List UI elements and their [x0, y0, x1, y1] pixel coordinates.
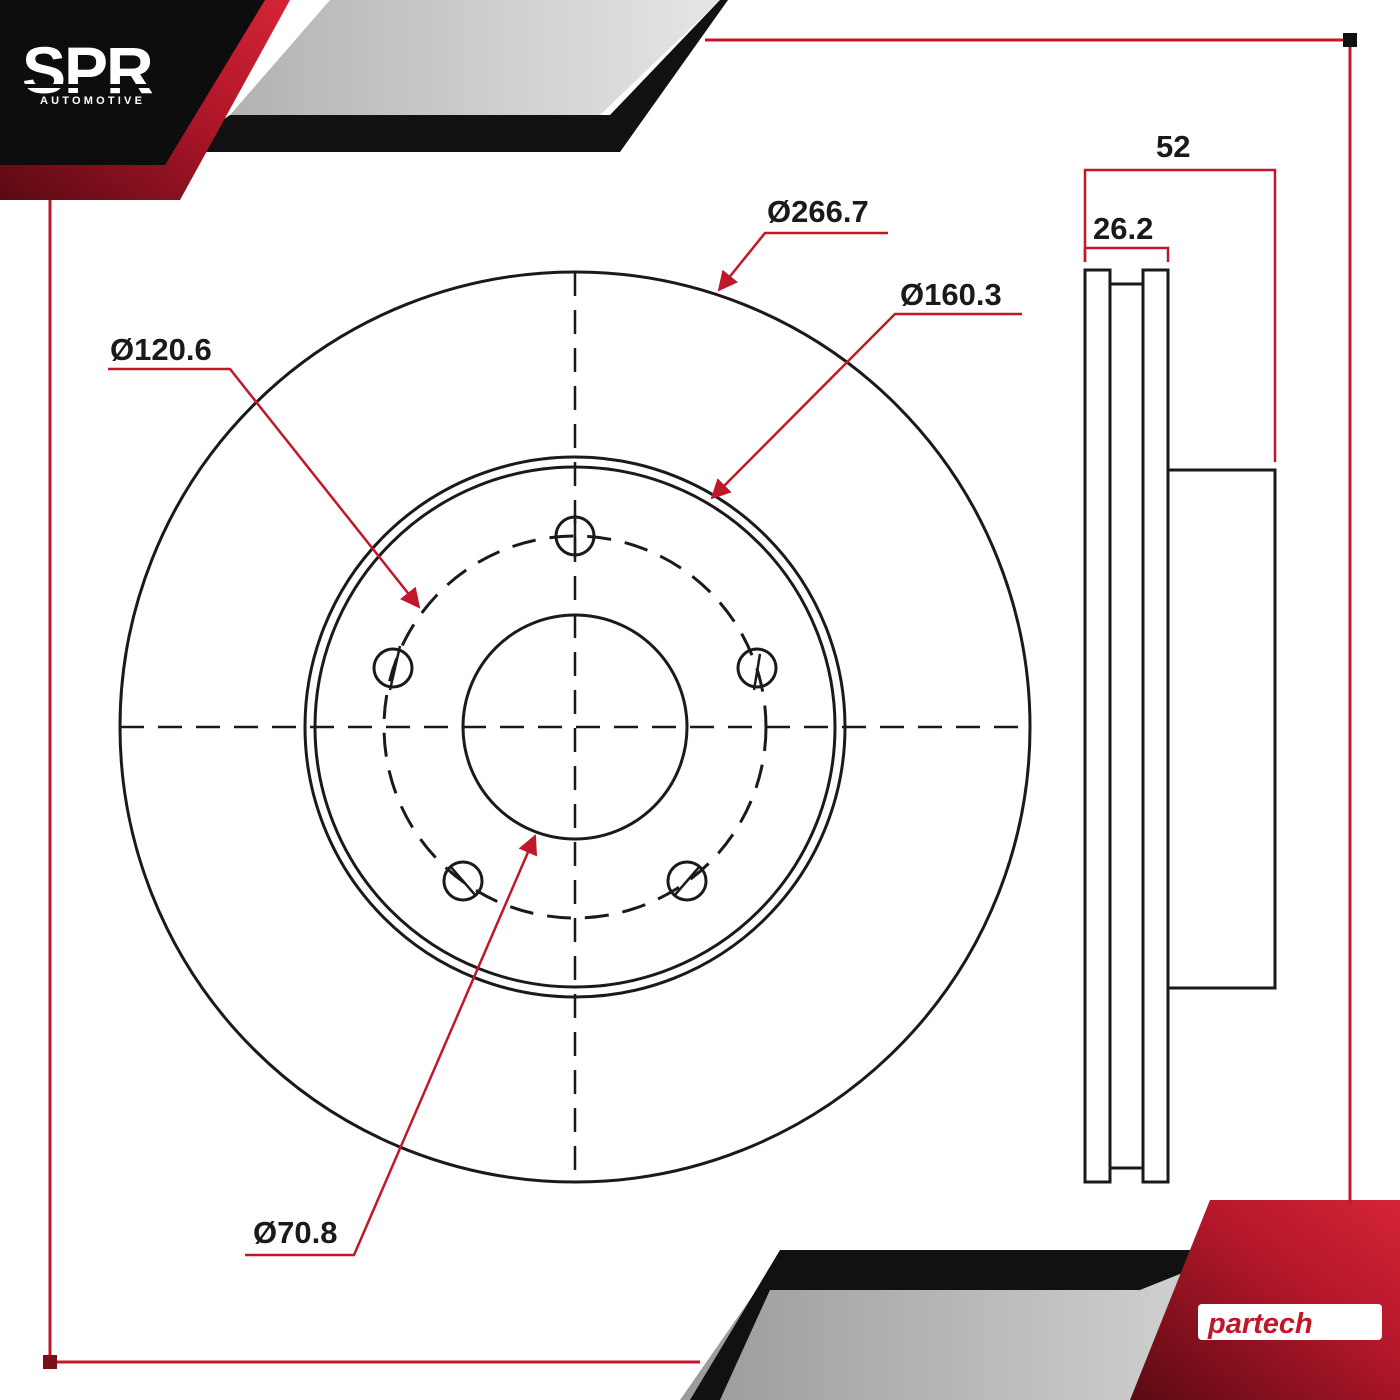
top-gray-band: [0, 0, 720, 115]
frame-lines: [48, 38, 1352, 1364]
lug-hole-axis: [673, 865, 701, 897]
top-logo-plate: [0, 0, 265, 165]
thickness-label: 26.2: [1093, 211, 1153, 246]
front-dimension-callouts: [108, 231, 1022, 1257]
lug-holes: [372, 514, 778, 902]
center-lines: [120, 272, 1030, 1182]
rotor-front-view: [118, 270, 1032, 1184]
side-dimension-lines: [1083, 168, 1277, 462]
hat-section: [1166, 468, 1277, 990]
spr-logo: SPR: [22, 33, 153, 107]
lug-hole-axis: [449, 865, 477, 897]
top-dark-band: [175, 0, 728, 152]
lug-hole-axis: [752, 653, 762, 691]
rotor-inner-plate: [1141, 268, 1170, 1184]
lug-hole: [372, 647, 414, 689]
top-banner: SPR AUTOMOTIVE: [0, 0, 728, 200]
outer-diameter-leader: [717, 231, 888, 292]
hat-diameter-leader: [710, 312, 1022, 500]
lug-hole-axis: [388, 645, 402, 691]
bottom-dark-band: [690, 1250, 1240, 1400]
rotor-side-view: [1083, 268, 1277, 1184]
bolt-circle-leader: [108, 367, 421, 609]
bolt-circle-label: Ø120.6: [110, 332, 212, 367]
partech-logo-plate: [1198, 1304, 1382, 1340]
frame-corner-marker-bottom: [43, 1355, 57, 1369]
rotor-outer-plate: [1083, 268, 1112, 1184]
hat-diameter-label: Ø160.3: [900, 277, 1002, 312]
outer-diameter-label: Ø266.7: [767, 194, 869, 229]
overall-height-dimension: [1083, 168, 1277, 462]
frame-corner-marker-top: [1343, 33, 1357, 47]
bottom-banner: partech: [680, 1200, 1400, 1400]
partech-logo: partech: [1207, 1308, 1313, 1340]
lug-hole: [666, 860, 708, 902]
center-bore-leader: [245, 834, 538, 1257]
lug-hole: [442, 860, 484, 902]
spr-logo-subtitle: AUTOMOTIVE: [40, 95, 145, 107]
overall-height-label: 52: [1156, 129, 1190, 164]
thickness-dimension: [1083, 246, 1170, 262]
bottom-red-corner: [1130, 1200, 1400, 1400]
center-bore-label: Ø70.8: [253, 1215, 337, 1250]
lug-hole: [736, 647, 778, 689]
